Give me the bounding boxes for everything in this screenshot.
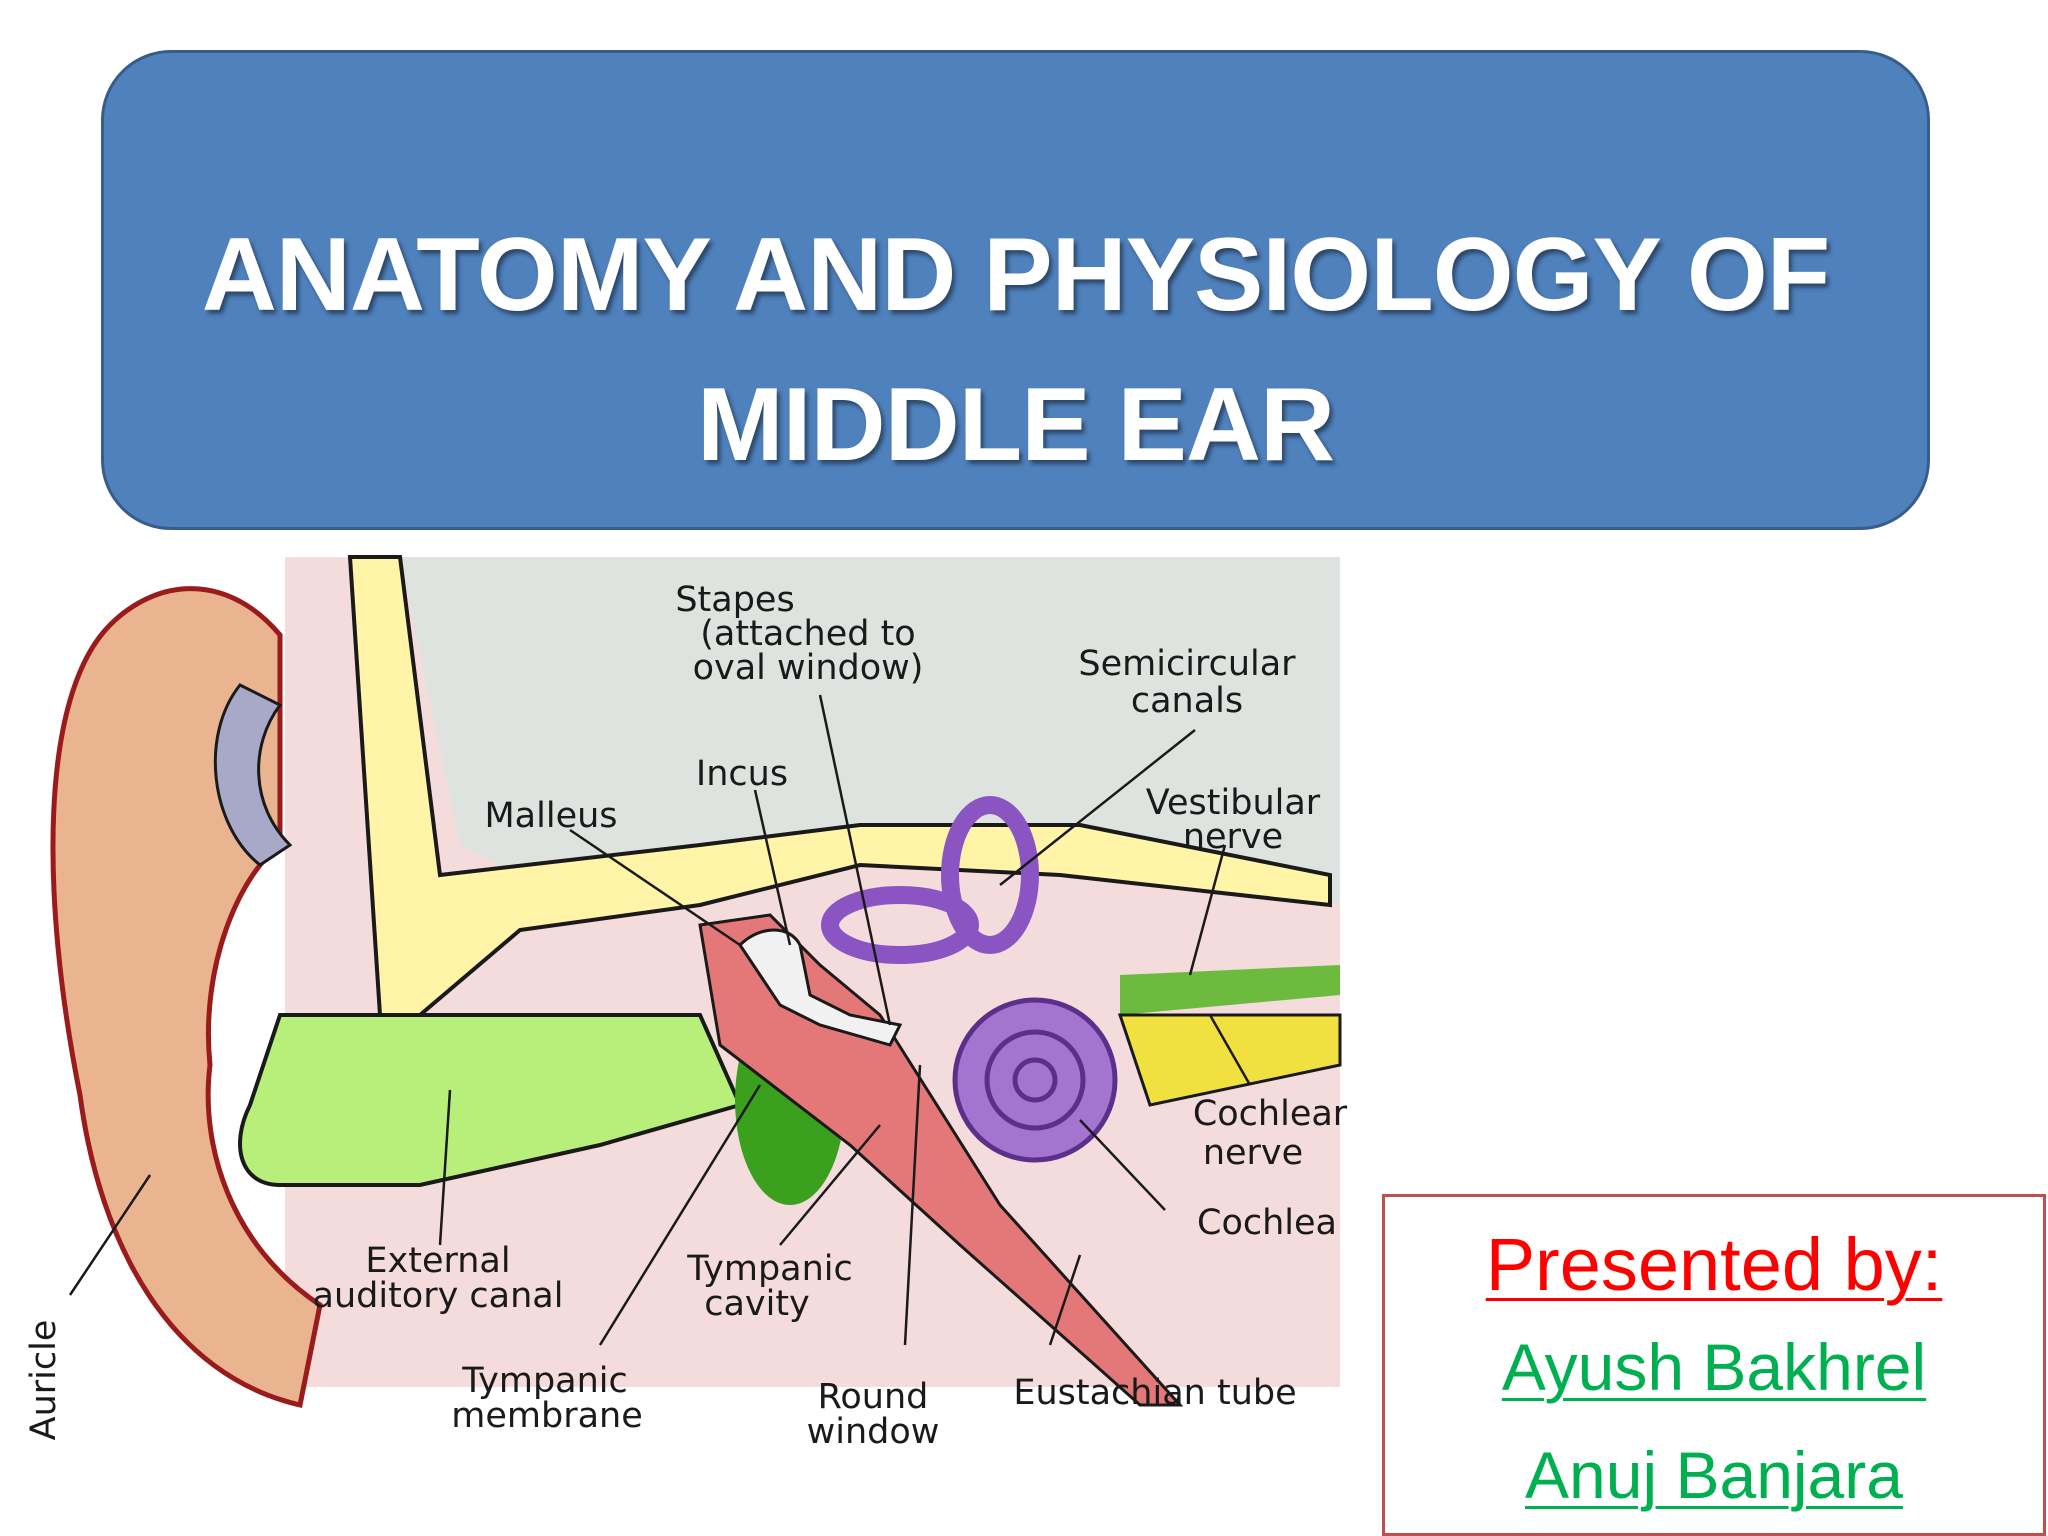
external-auditory-canal <box>238 1013 743 1187</box>
semicircular-canal <box>941 796 1039 954</box>
label-incus: Incus <box>696 754 788 794</box>
eustachian-tube-shape <box>698 913 1184 1407</box>
cochlear-nerve-shape <box>1117 1013 1342 1107</box>
label-cochlea: Cochlea <box>1197 1203 1337 1243</box>
cochlea-spiral <box>984 1029 1086 1131</box>
slide-title-line-1: ANATOMY AND PHYSIOLOGY OF <box>201 217 1831 333</box>
auricle-cartilage <box>213 683 293 867</box>
presented-by-heading: Presented by: <box>1485 1223 1943 1306</box>
presenter-box: Presented by: Ayush Bakhrel Anuj Banjara <box>1382 1194 2046 1536</box>
label-eustachian-tube: Eustachian tube <box>1013 1373 1296 1413</box>
ossicles <box>738 928 903 1047</box>
cochlea-shape <box>952 997 1118 1163</box>
auricle-shape <box>50 586 323 1409</box>
slide-title-line-2: MIDDLE EAR <box>696 367 1335 483</box>
semicircular-canal-horizontal <box>821 886 979 964</box>
cochlea-spiral-inner <box>1012 1057 1058 1103</box>
title-box: ANATOMY AND PHYSIOLOGY OF MIDDLE EAR <box>101 50 1930 530</box>
label-malleus: Malleus <box>484 796 617 836</box>
presenter-name-1: Ayush Bakhrel <box>1501 1330 1927 1404</box>
presenter-name-2: Anuj Banjara <box>1525 1438 1903 1512</box>
leader-lines <box>68 694 1252 1346</box>
label-auricle: Auricle <box>24 1320 64 1441</box>
skull-region <box>400 557 1340 905</box>
vestibular-nerve-shape <box>1120 965 1340 1015</box>
temporal-bone <box>347 555 1332 1017</box>
